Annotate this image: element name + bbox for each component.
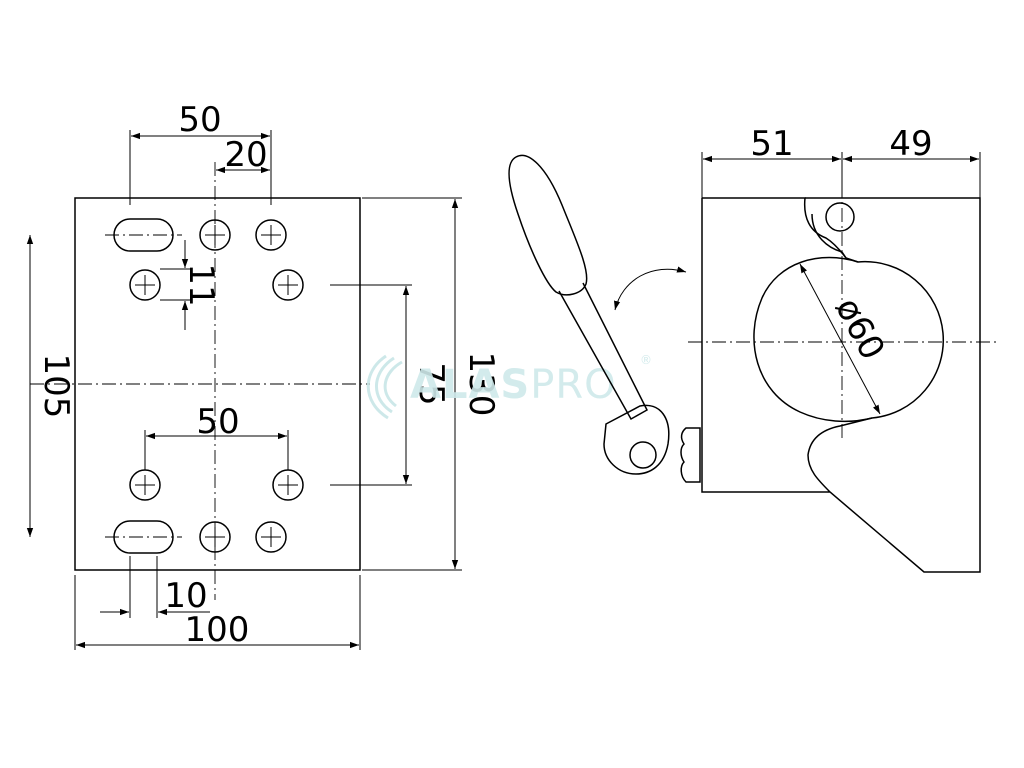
clamp-bore xyxy=(753,256,873,423)
clamp-body xyxy=(701,197,981,573)
dim-total-height: 130 xyxy=(362,197,501,571)
hole-lower-right xyxy=(272,469,304,501)
dim-slot-spacing-label: 11 xyxy=(181,263,221,306)
dim-left-height-label: 105 xyxy=(36,354,76,419)
watermark: ALASPRO ® xyxy=(366,353,652,420)
wave-logo-icon xyxy=(366,354,403,420)
dim-top-offset: 20 xyxy=(216,135,270,175)
handle-eye xyxy=(603,404,670,475)
hole-lower-left xyxy=(129,469,161,501)
hole-top-right xyxy=(255,219,287,251)
dim-total-width-label: 100 xyxy=(185,610,250,650)
dim-top-offset-label: 20 xyxy=(224,135,267,175)
dim-top-span-label: 50 xyxy=(178,100,221,140)
dim-bottom-span: 50 xyxy=(144,402,289,470)
dim-clamp-diameter-label: ø60 xyxy=(827,291,892,366)
handle-eye-hole xyxy=(629,441,657,469)
dim-left-width-label: 51 xyxy=(750,124,793,164)
bolt-hole xyxy=(825,202,855,232)
side-view: ø60 51 49 xyxy=(508,124,996,573)
dim-right-width-label: 49 xyxy=(889,124,932,164)
dim-left-width: 51 xyxy=(701,124,843,198)
dim-slot-width: 10 xyxy=(100,556,210,618)
dim-inner-height: 75 xyxy=(330,284,451,486)
dim-bottom-span-label: 50 xyxy=(196,402,239,442)
watermark-brand-light: PRO xyxy=(530,362,616,408)
hole-top-center xyxy=(199,219,231,251)
dim-total-width: 100 xyxy=(74,575,361,650)
dim-left-height: 105 xyxy=(26,235,76,537)
hole-bottom-center xyxy=(199,521,231,553)
dim-clamp-diameter: ø60 xyxy=(799,263,892,415)
top-slot xyxy=(105,218,182,252)
handle-knob xyxy=(508,154,588,296)
hole-upper-right xyxy=(272,269,304,301)
dim-total-height-label: 130 xyxy=(461,352,501,417)
front-view: 50 20 11 105 75 xyxy=(26,100,501,650)
dim-slot-width-label: 10 xyxy=(164,576,207,616)
hole-bottom-right xyxy=(255,521,287,553)
hinge-pin xyxy=(680,427,701,483)
dim-slot-spacing: 11 xyxy=(160,240,221,330)
hole-upper-left xyxy=(129,269,161,301)
dim-inner-height-label: 75 xyxy=(411,362,451,405)
watermark-brand-bold: ALAS xyxy=(410,362,530,408)
dim-top-span: 50 xyxy=(129,100,272,205)
bottom-slot xyxy=(105,520,182,554)
watermark-registered: ® xyxy=(640,353,652,367)
dim-right-width: 49 xyxy=(843,124,981,198)
svg-text:ALASPRO: ALASPRO xyxy=(410,362,617,408)
handle-shaft xyxy=(558,282,648,421)
rotation-arrow-icon xyxy=(613,266,687,311)
